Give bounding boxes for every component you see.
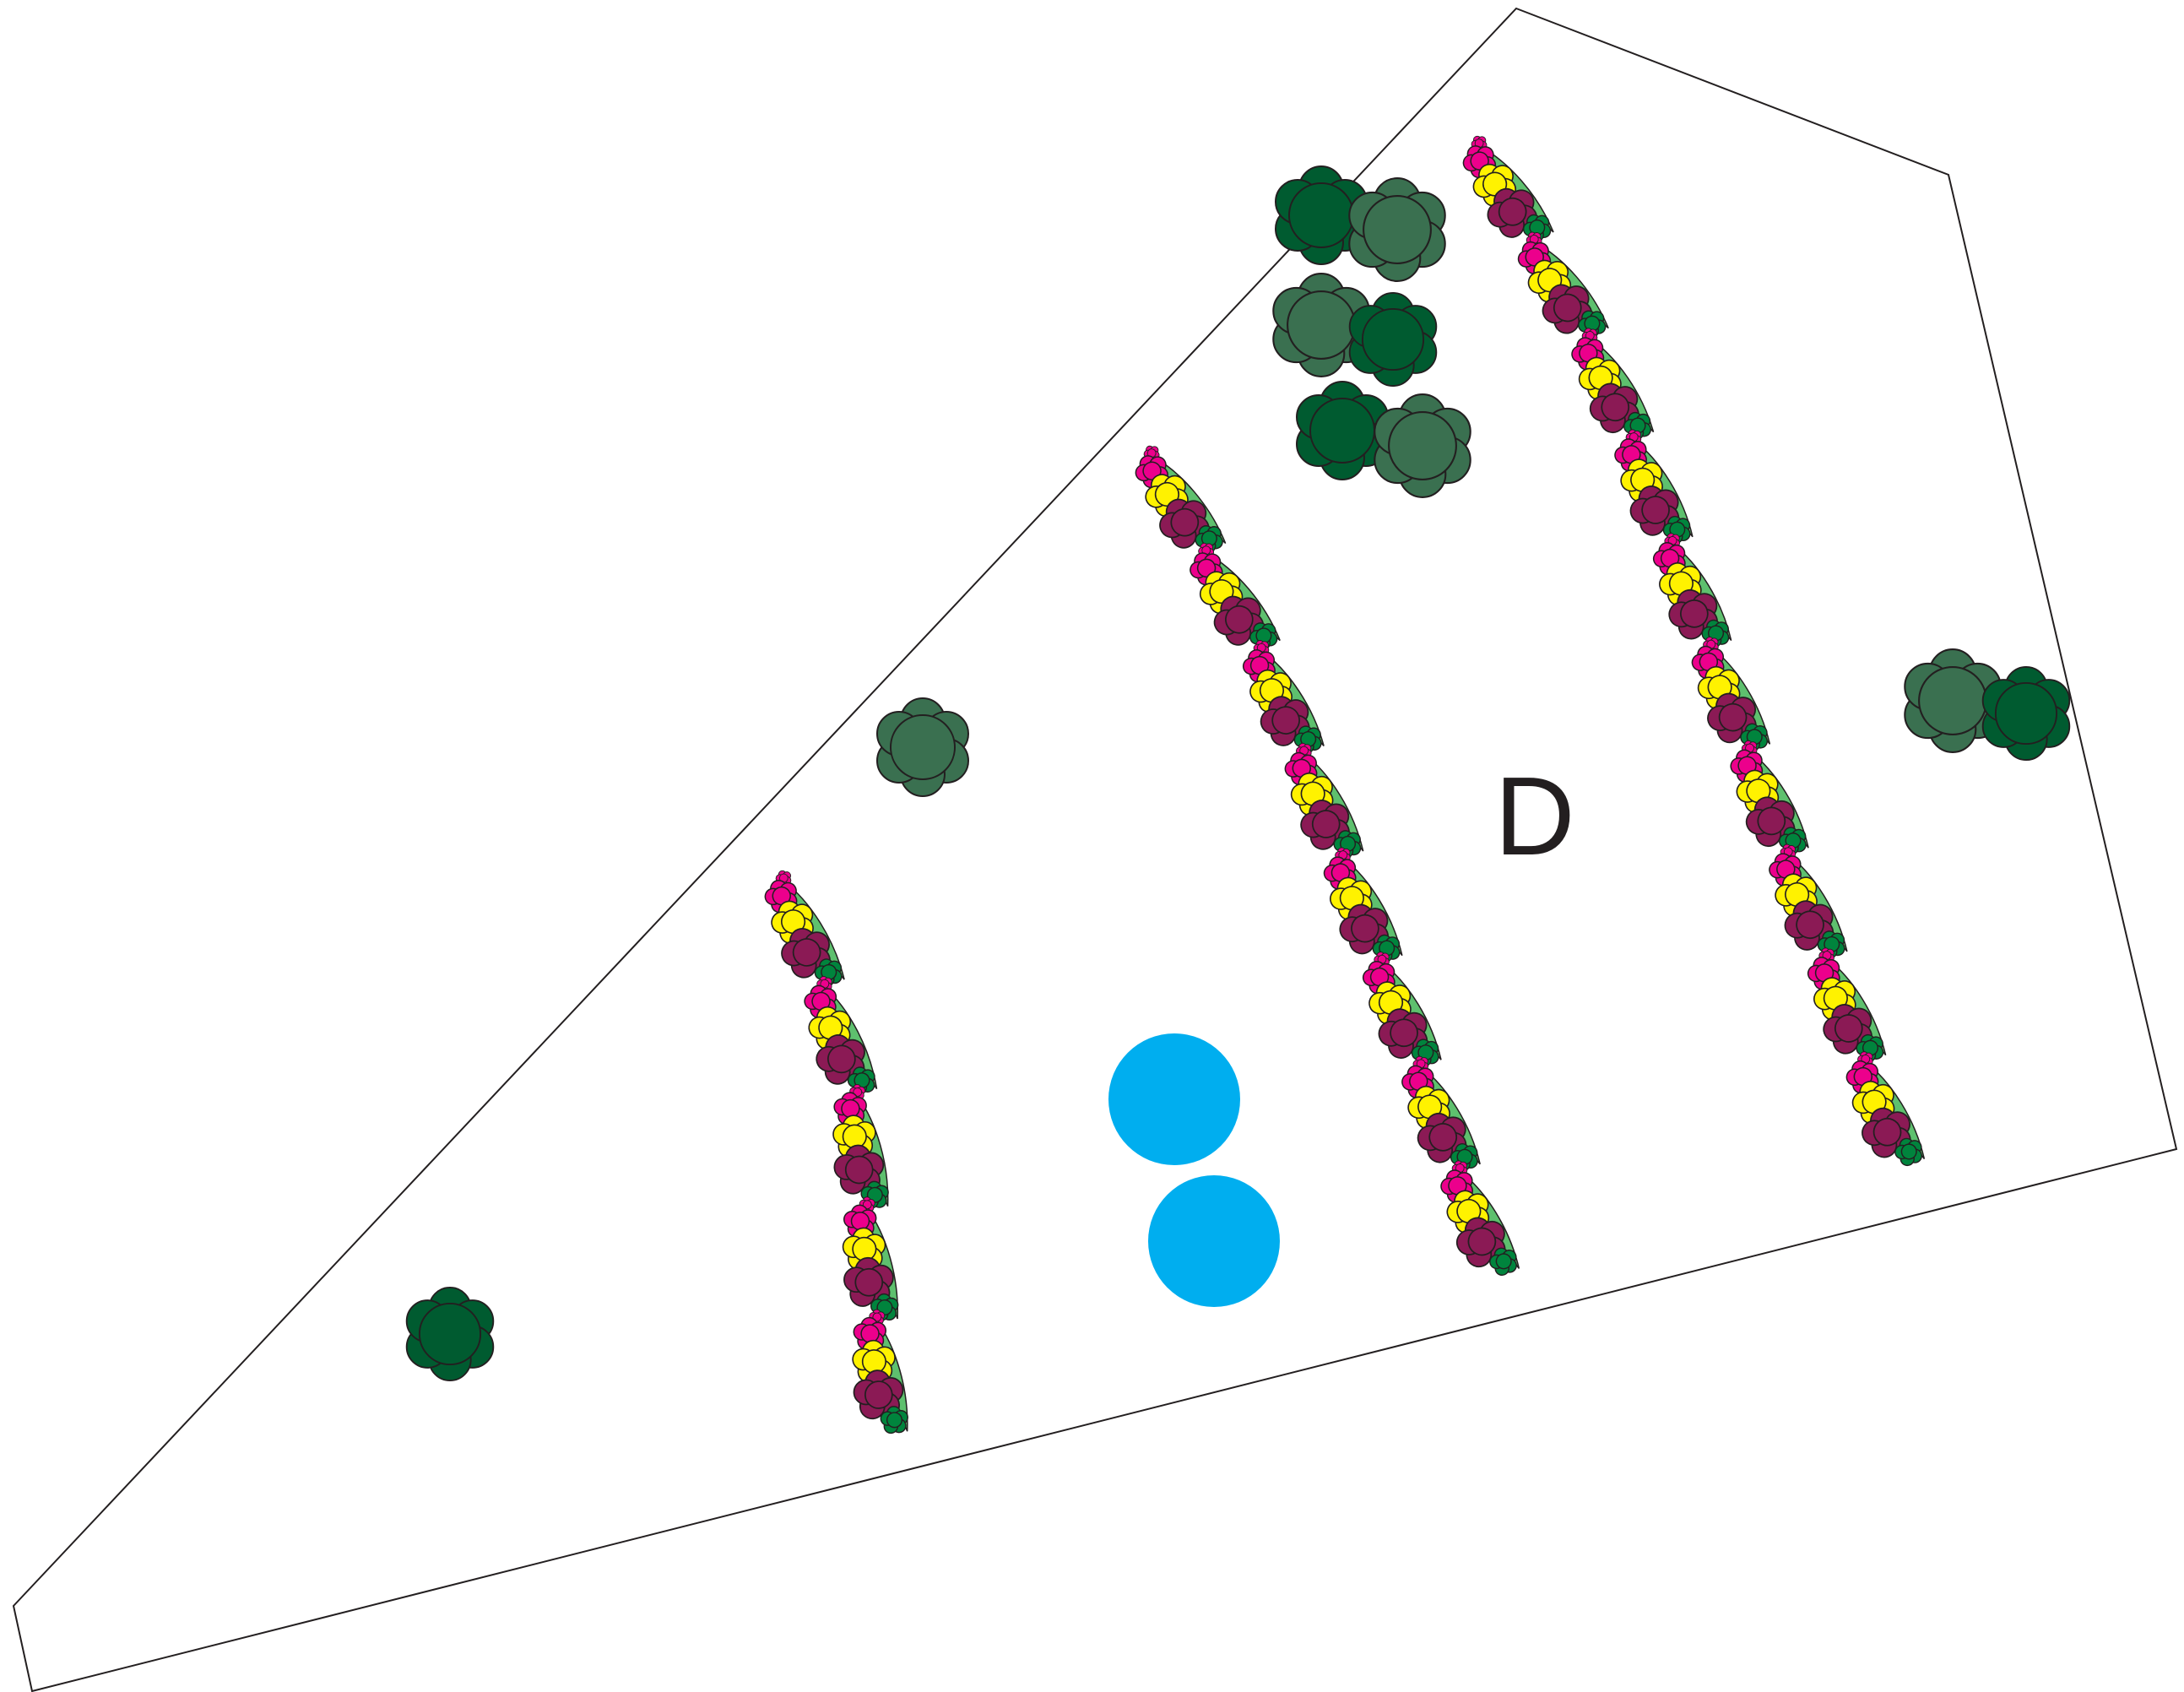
flower-cluster-icon: [1726, 737, 1812, 859]
flower-cluster-icon: [760, 867, 847, 990]
shrub-dark-icon: [405, 1286, 495, 1382]
flower-cluster-icon: [1358, 949, 1444, 1071]
flower-cluster-icon: [1238, 637, 1326, 757]
shrub-medium-icon: [876, 697, 969, 797]
flower-cluster-icon: [831, 1083, 891, 1210]
flower-cluster-icon: [1610, 426, 1695, 547]
site-boundary: [12, 7, 2178, 1692]
flower-cluster-icon: [1687, 634, 1773, 755]
pond-icon: [1108, 1033, 1240, 1165]
flower-cluster-icon: [840, 1196, 900, 1322]
flower-cluster-icon: [1802, 945, 1889, 1066]
pond-icon: [1148, 1175, 1280, 1307]
shrub-medium-icon: [1374, 393, 1471, 498]
flower-cluster-icon: [1764, 841, 1850, 962]
flower-cluster-icon: [850, 1308, 910, 1435]
flower-cluster-icon: [800, 973, 880, 1098]
flower-cluster-icon: [1319, 844, 1405, 966]
flower-cluster-icon: [1280, 740, 1366, 861]
flower-cluster-icon: [1436, 1158, 1522, 1279]
flower-cluster-icon: [1129, 442, 1228, 557]
flower-cluster-icon: [1184, 540, 1283, 654]
flower-cluster-icon: [1566, 325, 1656, 444]
flower-cluster-icon: [1841, 1049, 1927, 1169]
flower-cluster-icon: [1512, 228, 1612, 343]
flower-cluster-icon: [1397, 1053, 1483, 1174]
shrub-dark-icon: [1348, 291, 1438, 388]
shrub-dark-icon: [1981, 665, 2071, 762]
flower-cluster-icon: [1648, 530, 1734, 651]
flower-border-group: [760, 132, 1927, 1435]
flower-cluster-icon: [1456, 132, 1556, 247]
shrub-medium-icon: [1348, 177, 1446, 282]
section-label: D: [1494, 754, 1574, 878]
